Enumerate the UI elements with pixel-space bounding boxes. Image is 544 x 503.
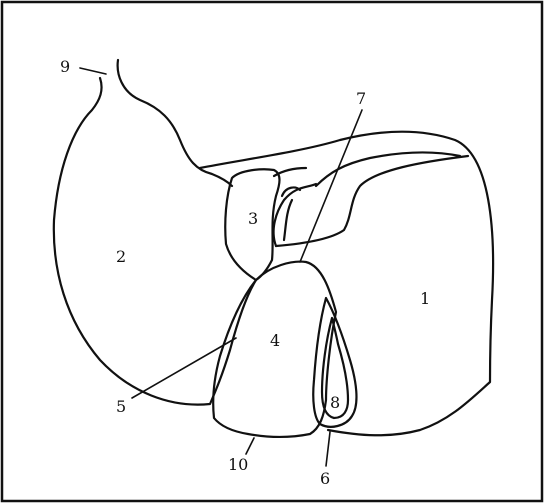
leader-10 <box>246 438 254 454</box>
label-1: 1 <box>420 289 430 308</box>
label-10: 10 <box>228 455 248 474</box>
region-2-neck <box>118 60 232 186</box>
channel-small <box>282 188 300 240</box>
label-5: 5 <box>116 397 126 416</box>
label-3: 3 <box>248 209 258 228</box>
channel-top-inner <box>276 156 468 246</box>
leader-5 <box>132 338 236 398</box>
label-7: 7 <box>356 89 366 108</box>
label-6: 6 <box>320 469 330 488</box>
label-2: 2 <box>116 247 126 266</box>
leader-9 <box>80 68 106 74</box>
label-9: 9 <box>60 57 70 76</box>
label-4: 4 <box>270 331 280 350</box>
label-8: 8 <box>330 393 340 412</box>
leader-6 <box>326 432 330 466</box>
